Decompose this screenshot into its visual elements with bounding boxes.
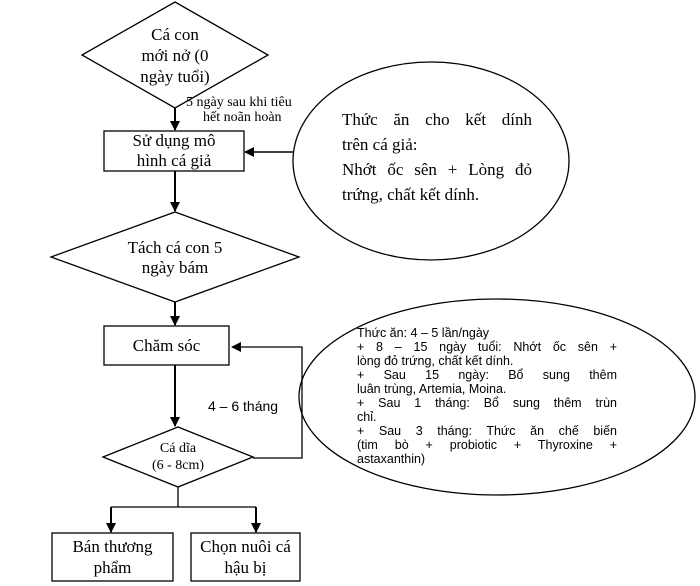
feed-note-text: Thức ăn cho kết dính trên cá giả: Nhớt ố… [342,107,532,207]
discus-line-2: (6 - 8cm) [151,458,205,473]
separate-node-label: Tách cá con 5 ngày bám [105,238,245,278]
duration-label: 4 – 6 tháng [208,398,298,415]
step-label: 5 ngày sau khi tiêu hết noãn hoàn [186,95,346,125]
start-line-1: Cá con [151,25,199,44]
care-node-label: Chăm sóc [104,335,229,356]
care-box [103,325,230,366]
feed-note-line-1: Thức ăn cho kết dính [342,110,532,129]
care-note-line-10: astaxanthin) [357,452,426,466]
feed-note-line-2: trên cá giả: [342,135,418,154]
separate-line-1: Tách cá con 5 [127,238,223,257]
care-note-line-9: (tim bò + probiotic + Thyroxine + [357,438,617,452]
model-line-2: hình cá giả [136,151,212,170]
step-label-line-1: 5 ngày sau khi tiêu [186,95,292,110]
care-note-text: Thức ăn: 4 – 5 lần/ngày + 8 – 15 ngày tu… [357,326,617,466]
feed-note-line-3: Nhớt ốc sên + Lòng đỏ [342,160,532,179]
discus-node-label: Cá dĩa (6 - 8cm) [123,440,233,474]
start-node-label: Cá con mới nở (0 ngày tuổi) [115,24,235,87]
start-line-2: mới nở (0 [141,46,209,65]
feed-note-line-4: trứng, chất kết dính. [342,185,480,204]
breed-box [190,532,301,582]
care-note-line-1: Thức ăn: 4 – 5 lần/ngày [357,326,490,340]
feed-note-ellipse [292,61,570,261]
discus-line-1: Cá dĩa [159,441,197,456]
breed-line-1: Chọn nuôi cá [200,537,291,556]
care-note-line-7: chỉ. [357,410,377,424]
care-note-line-4: + Sau 15 ngày: Bổ sung thêm [357,368,617,382]
breed-line-2: hậu bị [224,558,267,577]
step-label-line-2: hết noãn hoàn [203,110,282,125]
care-note-line-5: luân trùng, Artemia, Moina. [357,382,507,396]
feedback-line-discus-to-care [231,342,303,459]
care-label: Chăm sóc [132,336,201,355]
start-line-3: ngày tuổi) [140,67,210,86]
separate-line-2: ngày bám [141,258,209,277]
sell-line-1: Bán thương [72,537,153,556]
model-node-label: Sử dụng mô hình cá giả [104,131,244,171]
sell-node-label: Bán thương phẩm [52,536,173,578]
care-note-line-8: + Sau 3 tháng: Thức ăn chế biến [357,424,617,438]
care-note-ellipse [298,298,696,496]
care-note-line-2: + 8 – 15 ngày tuổi: Nhớt ốc sên + [357,340,617,354]
sell-box [51,532,174,582]
model-line-1: Sử dụng mô [132,131,216,150]
care-note-line-3: lòng đỏ trứng, chất kết dính. [357,354,514,368]
sell-line-2: phẩm [93,558,132,577]
breed-node-label: Chọn nuôi cá hậu bị [191,536,300,578]
care-note-line-6: + Sau 1 tháng: Bổ sung thêm trùn [357,396,617,410]
duration-text: 4 – 6 tháng [208,398,279,414]
